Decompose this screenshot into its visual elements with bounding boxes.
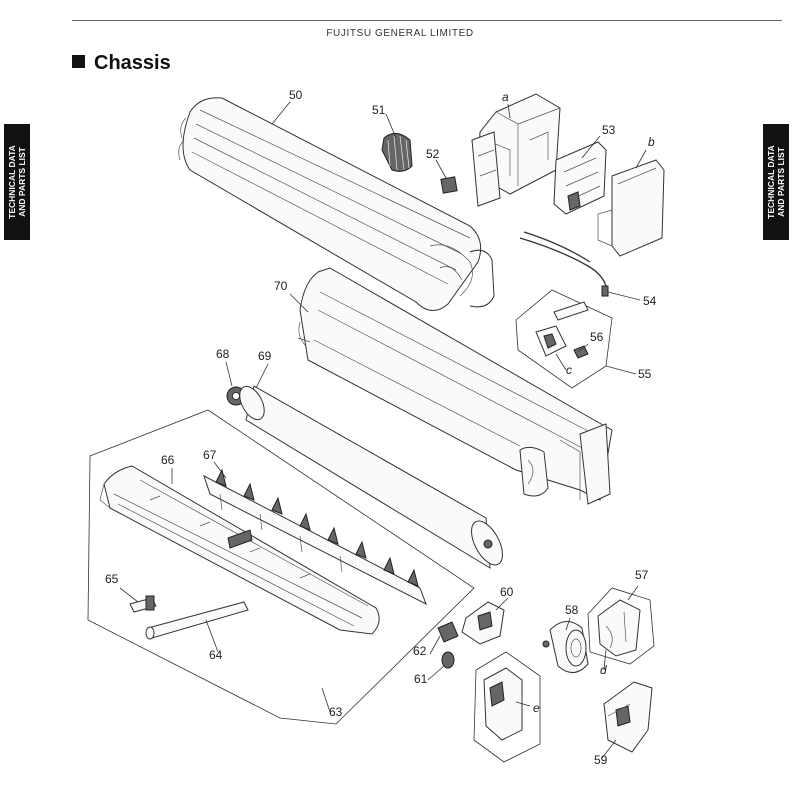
part-67-louvers [203, 468, 427, 606]
part-57-motor-bracket [587, 587, 655, 665]
header-rule [72, 20, 782, 21]
part-a-control-box [471, 93, 561, 207]
label-55: 55 [638, 367, 652, 381]
label-68: 68 [216, 347, 230, 361]
part-66-drain-pan [99, 465, 380, 635]
label-70: 70 [274, 279, 288, 293]
part-55-display-group [515, 289, 613, 389]
label-52: 52 [426, 147, 440, 161]
part-59-side-bracket [603, 681, 653, 753]
part-65-holder [129, 595, 157, 613]
label-a: a [502, 90, 509, 104]
part-54-sensor-cable [519, 231, 609, 297]
label-53: 53 [602, 123, 616, 137]
part-58-fan-motor [542, 621, 589, 673]
label-69: 69 [258, 349, 272, 363]
leader-lines [119, 101, 647, 759]
part-64-shaft [145, 601, 249, 640]
label-64: 64 [209, 648, 223, 662]
label-67: 67 [203, 448, 217, 462]
part-51-motor [381, 133, 413, 172]
group-63-outline [87, 409, 475, 725]
label-c: c [566, 363, 572, 377]
company-header: FUJITSU GENERAL LIMITED [326, 28, 474, 39]
label-e: e [533, 701, 540, 715]
label-62: 62 [413, 644, 427, 658]
label-56: 56 [590, 330, 604, 344]
part-70-chassis-frame [297, 267, 613, 505]
label-63: 63 [329, 705, 343, 719]
part-69-fan-cylinder [239, 385, 503, 569]
label-d: d [600, 663, 607, 677]
label-65: 65 [105, 572, 119, 586]
part-60-motor-mount [461, 601, 505, 645]
label-51: 51 [372, 103, 386, 117]
page-title-text: Chassis [94, 52, 171, 74]
label-50: 50 [289, 88, 303, 102]
label-61: 61 [414, 672, 428, 686]
square-bullet-icon [72, 55, 85, 68]
part-e-bracket [473, 651, 541, 763]
label-60: 60 [500, 585, 514, 599]
label-66: 66 [161, 453, 175, 467]
label-b: b [648, 135, 655, 149]
page-title: Chassis [72, 52, 171, 75]
part-62-switch [437, 621, 459, 643]
callout-labels: 50 51 52 a 53 b 54 56 c 55 70 68 69 66 6… [105, 88, 657, 767]
label-59: 59 [594, 753, 608, 767]
label-54: 54 [643, 294, 657, 308]
label-58: 58 [565, 603, 579, 617]
part-b-cover-plate [597, 159, 665, 257]
part-53-pcb [553, 141, 607, 215]
label-57: 57 [635, 568, 649, 582]
part-61-knob [441, 651, 455, 669]
part-50-heat-exchanger [178, 97, 495, 311]
part-52-connector [440, 176, 458, 194]
